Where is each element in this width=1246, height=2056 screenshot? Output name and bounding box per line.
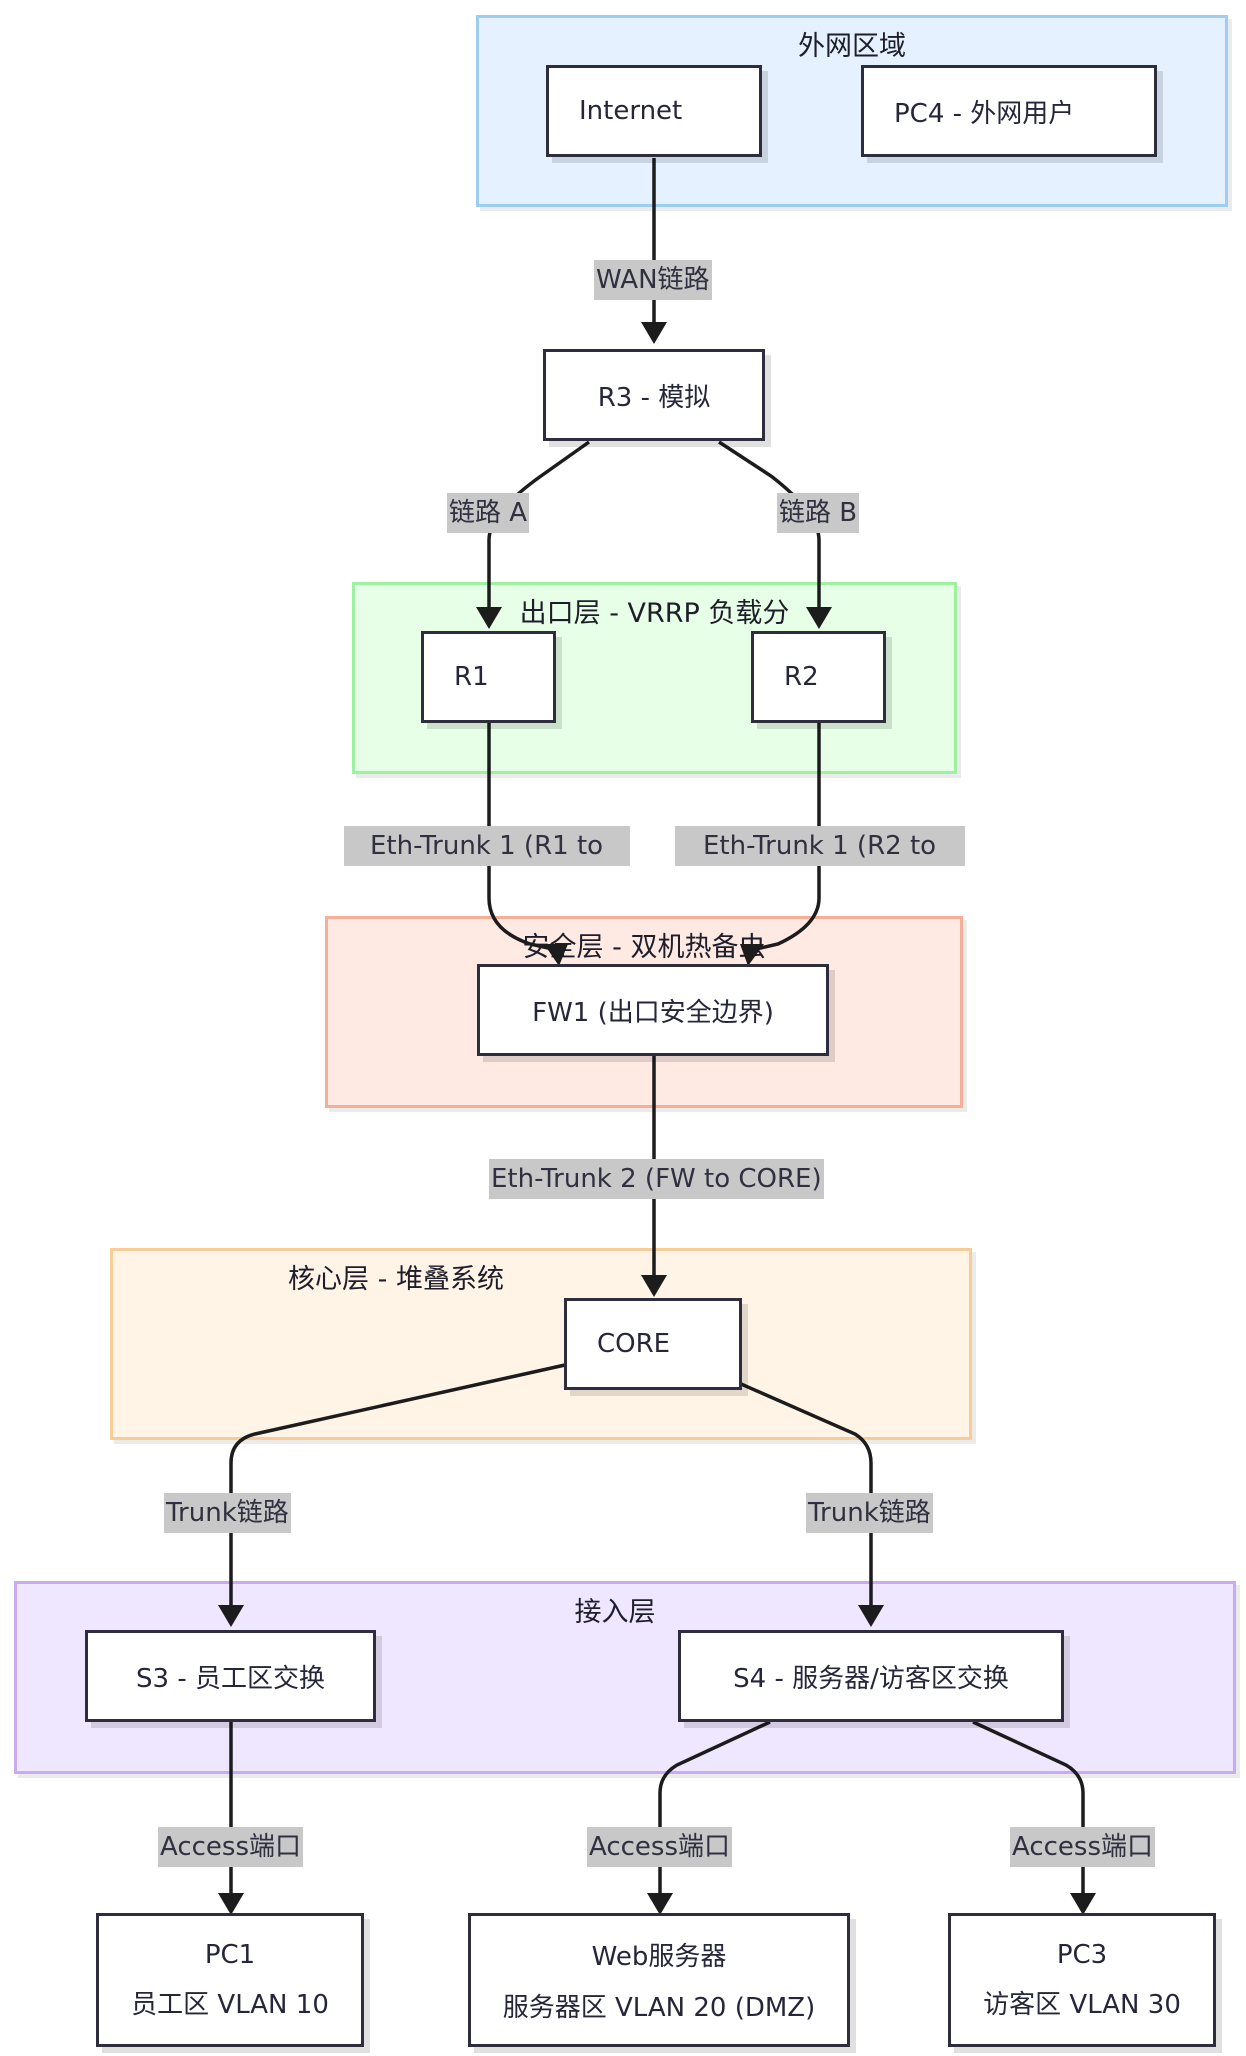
node-core-label: CORE <box>597 1329 671 1359</box>
arrowhead-s3 <box>218 1605 244 1627</box>
node-s4[interactable]: S4 - 服务器/访客区交换 <box>678 1630 1064 1722</box>
edge-label-access-pc1: Access端口 <box>158 1827 304 1867</box>
node-pc3-label-2: 访客区 VLAN 30 <box>983 1989 1181 2020</box>
edge-access-web <box>658 1720 771 1893</box>
edge-label-access-web: Access端口 <box>587 1827 733 1867</box>
edge-label-trunk1-r1: Eth-Trunk 1 (R1 to <box>344 826 630 866</box>
node-internet[interactable]: Internet <box>546 65 762 157</box>
node-s3[interactable]: S3 - 员工区交换 <box>85 1630 376 1722</box>
node-pc1-label-1: PC1 <box>204 1939 256 1970</box>
node-internet-label: Internet <box>579 96 683 126</box>
edge-trunk1-r1 <box>487 723 558 952</box>
edge-trunk1-r2 <box>751 723 821 952</box>
zone-egress-title: 出口层 - VRRP 负载分 <box>519 598 790 629</box>
zone-core-title: 核心层 - 堆叠系统 <box>288 1264 504 1295</box>
node-pc4[interactable]: PC4 - 外网用户 <box>861 65 1157 157</box>
node-s4-label: S4 - 服务器/访客区交换 <box>733 1663 1009 1694</box>
node-pc3-label-1: PC3 <box>1056 1939 1108 1970</box>
arrowhead-fw1-a <box>544 944 568 966</box>
edge-label-access-pc3: Access端口 <box>1010 1827 1156 1867</box>
edge-label-link-a: 链路 A <box>447 493 530 533</box>
node-pc4-label: PC4 - 外网用户 <box>894 98 1075 129</box>
node-r2-label: R2 <box>784 662 819 692</box>
edge-label-trunk1-r2: Eth-Trunk 1 (R2 to <box>675 826 965 866</box>
node-core[interactable]: CORE <box>564 1298 742 1390</box>
node-r3[interactable]: R3 - 模拟 <box>543 349 765 441</box>
arrowhead-pc1 <box>218 1893 244 1915</box>
node-r1-label: R1 <box>454 662 489 692</box>
node-pc1[interactable]: PC1 员工区 VLAN 10 <box>96 1913 364 2047</box>
edge-label-link-b: 链路 B <box>777 493 860 533</box>
node-r1[interactable]: R1 <box>421 631 556 723</box>
node-fw1[interactable]: FW1 (出口安全边界) <box>477 964 829 1056</box>
node-r3-label: R3 - 模拟 <box>597 382 711 413</box>
node-web-label-2: 服务器区 VLAN 20 (DMZ) <box>502 1993 816 2023</box>
node-pc3[interactable]: PC3 访客区 VLAN 30 <box>948 1913 1216 2047</box>
node-pc1-label-2: 员工区 VLAN 10 <box>131 1989 329 2020</box>
edge-label-trunk2: Eth-Trunk 2 (FW to CORE) <box>489 1159 824 1199</box>
arrowhead-fw1-b <box>740 944 764 966</box>
edge-label-trunk-s4: Trunk链路 <box>806 1493 933 1533</box>
zone-external-title: 外网区域 <box>798 31 906 62</box>
edge-trunk-s3 <box>229 1363 566 1605</box>
edge-label-wan: WAN链路 <box>594 260 712 300</box>
arrowhead-s4 <box>858 1605 884 1627</box>
edge-access-pc3 <box>972 1720 1085 1893</box>
node-fw1-label: FW1 (出口安全边界) <box>532 997 774 1028</box>
arrowhead-core <box>641 1275 667 1297</box>
arrowhead-pc3 <box>1070 1893 1096 1915</box>
arrowhead-r3 <box>641 322 667 344</box>
edge-label-trunk-s3: Trunk链路 <box>164 1493 291 1533</box>
arrowhead-r1 <box>476 607 502 629</box>
zone-core: 核心层 - 堆叠系统 <box>110 1248 972 1440</box>
arrowhead-web <box>647 1893 673 1915</box>
zone-access-title: 接入层 <box>574 1597 656 1628</box>
node-s3-label: S3 - 员工区交换 <box>136 1663 325 1694</box>
arrowhead-r2 <box>806 607 832 629</box>
edge-trunk-s4 <box>740 1382 873 1605</box>
node-r2[interactable]: R2 <box>751 631 886 723</box>
node-web-label-1: Web服务器 <box>591 1942 727 1972</box>
node-web[interactable]: Web服务器 服务器区 VLAN 20 (DMZ) <box>468 1913 850 2047</box>
